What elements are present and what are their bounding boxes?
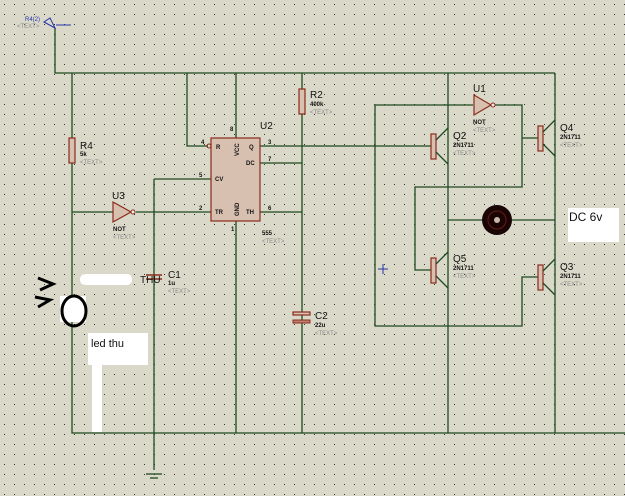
terminal-label: R4(2) — [25, 17, 40, 23]
pin-tr: TR — [215, 210, 224, 216]
whiteout-mark — [80, 274, 132, 285]
pin-6: 6 — [268, 206, 272, 212]
capacitor-c1[interactable]: C1 1u <TEXT> — [146, 270, 191, 295]
led-label-box — [88, 333, 148, 365]
pin-r: R — [216, 145, 221, 151]
u3-value: NOT — [113, 227, 126, 233]
r2-value: 400k — [310, 102, 324, 108]
c1-ref: C1 — [168, 270, 181, 281]
c1-value: 1u — [168, 281, 175, 287]
c2-value: 22u — [315, 323, 326, 329]
pin-7: 7 — [268, 157, 272, 163]
r4-text: <TEXT> — [80, 160, 103, 166]
u2-text: <TEXT> — [262, 239, 285, 245]
pin-dc: DC — [246, 161, 255, 167]
crosshair-cursor-icon — [378, 264, 388, 274]
pin-q: Q — [249, 145, 254, 151]
q2-value: 2N1711 — [453, 143, 474, 149]
capacitor-c2[interactable]: C2 22u <TEXT> — [292, 311, 338, 337]
q4-text: <TEXT> — [560, 143, 583, 149]
u3-ref: U3 — [112, 191, 125, 202]
timer-555-u2[interactable]: U2 R Q DC CV TR TH VCC GND 8 4 3 7 5 2 6… — [199, 121, 285, 245]
q4-value: 2N1711 — [560, 135, 581, 141]
q4-ref: Q4 — [560, 123, 574, 134]
q5-text: <TEXT> — [453, 274, 476, 280]
r2-ref: R2 — [310, 90, 323, 101]
c2-text: <TEXT> — [315, 331, 338, 337]
q3-value: 2N1711 — [560, 274, 581, 280]
q5-ref: Q5 — [453, 254, 467, 265]
u2-ref: U2 — [260, 121, 273, 132]
motor-label-box — [568, 208, 619, 242]
pin-3: 3 — [268, 140, 272, 146]
pin-vcc: VCC — [235, 143, 241, 156]
wires — [54, 28, 625, 470]
motor-icon[interactable] — [482, 205, 512, 235]
q2-text: <TEXT> — [453, 151, 476, 157]
transistor-q2[interactable]: Q2 2N1711 <TEXT> — [430, 127, 476, 165]
u2-value: 555 — [262, 231, 273, 237]
r4-ref: R4 — [80, 141, 93, 152]
r4-value: 5k — [80, 152, 87, 158]
r2-text: <TEXT> — [310, 110, 333, 116]
c1-text: <TEXT> — [168, 289, 191, 295]
pin-gnd: GND — [235, 202, 241, 216]
q3-ref: Q3 — [560, 262, 574, 273]
pin-4: 4 — [201, 140, 205, 146]
pin-cv: CV — [215, 177, 223, 183]
terminal-text: <TEXT> — [17, 24, 40, 30]
u3-text: <TEXT> — [113, 235, 136, 241]
resistor-r4[interactable]: R4 5k <TEXT> — [68, 137, 103, 166]
resistor-r2[interactable]: R2 400k <TEXT> — [298, 88, 333, 116]
transistor-q4[interactable]: Q4 2N1711 <TEXT> — [537, 119, 583, 157]
q3-text: <TEXT> — [560, 282, 583, 288]
led-label: led thu — [91, 338, 124, 350]
u1-ref: U1 — [473, 84, 486, 95]
power-terminal[interactable]: R4(2) <TEXT> — [17, 17, 71, 30]
transistor-q3[interactable]: Q3 2N1711 <TEXT> — [537, 258, 583, 296]
pin-2: 2 — [199, 206, 203, 212]
ground-icon — [146, 473, 162, 479]
led-icon[interactable] — [34, 276, 88, 328]
q5-value: 2N1711 — [453, 266, 474, 272]
u1-value: NOT — [473, 120, 486, 126]
q2-ref: Q2 — [453, 131, 467, 142]
pin-5: 5 — [199, 173, 203, 179]
c2-ref: C2 — [315, 311, 328, 322]
pin-th: TH — [246, 210, 254, 216]
u1-text: <TEXT> — [473, 128, 496, 134]
thu-label: THU — [140, 275, 161, 286]
motor-label: DC 6v — [569, 210, 602, 224]
not-gate-u3[interactable]: U3 NOT <TEXT> — [112, 191, 136, 241]
pin-8: 8 — [230, 127, 234, 133]
pin-1: 1 — [231, 227, 235, 233]
transistor-q5[interactable]: Q5 2N1711 <TEXT> — [430, 251, 476, 289]
whiteout-strip — [92, 360, 102, 432]
not-gate-u1[interactable]: U1 NOT <TEXT> — [473, 84, 496, 134]
